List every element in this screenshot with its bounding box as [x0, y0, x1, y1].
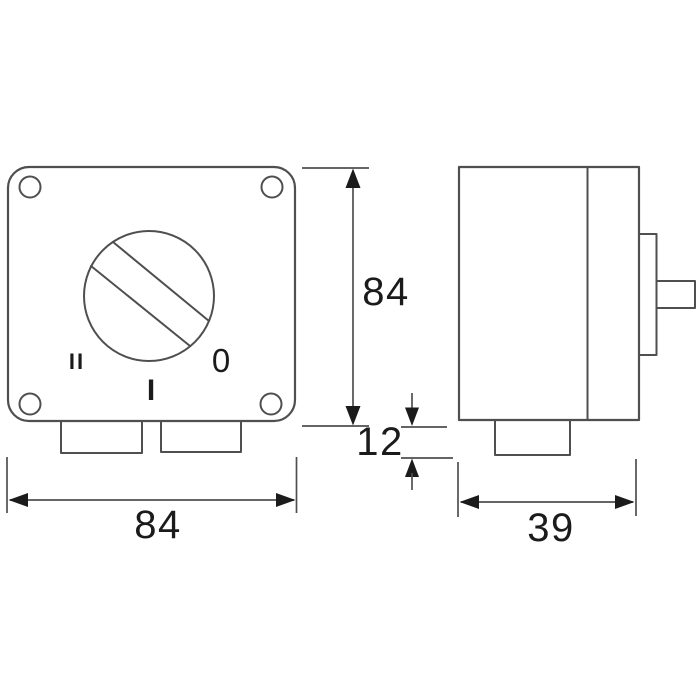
front-foot-left [60, 421, 143, 454]
width-value: 84 [134, 503, 182, 547]
knob-slot-line-lower [90, 265, 191, 347]
side-foot [494, 420, 571, 456]
position-mark-i: I [147, 374, 155, 407]
screw-hole-top-right [260, 175, 284, 199]
width-arrow-right [276, 493, 296, 507]
foot-arrow-up [405, 458, 419, 477]
position-mark-ii: II [69, 349, 85, 374]
foot-value: 12 [356, 420, 404, 464]
rotary-knob [83, 230, 215, 362]
dimension-width: 84 [6, 457, 298, 547]
side-bracket [639, 233, 658, 356]
side-body [457, 165, 641, 422]
side-shaft [656, 280, 696, 309]
depth-arrow-left [459, 495, 479, 509]
side-view [457, 165, 696, 456]
height-value: 84 [362, 270, 410, 314]
height-arrow-up [345, 168, 361, 188]
dimension-foot: 12 [356, 393, 453, 490]
position-mark-zero: 0 [212, 342, 230, 379]
foot-arrow-down [405, 407, 419, 426]
knob-slot-line-upper [112, 241, 210, 322]
depth-arrow-right [615, 495, 635, 509]
screw-hole-bottom-left [18, 392, 42, 416]
front-view: II I 0 [6, 165, 297, 454]
dimension-depth: 39 [457, 459, 637, 550]
front-foot-right [160, 421, 242, 453]
screw-hole-bottom-right [259, 392, 283, 416]
dimension-height: 84 [302, 167, 410, 427]
depth-value: 39 [527, 506, 575, 550]
screw-hole-top-left [18, 175, 42, 199]
height-arrow-down [345, 406, 361, 426]
width-arrow-left [8, 493, 28, 507]
